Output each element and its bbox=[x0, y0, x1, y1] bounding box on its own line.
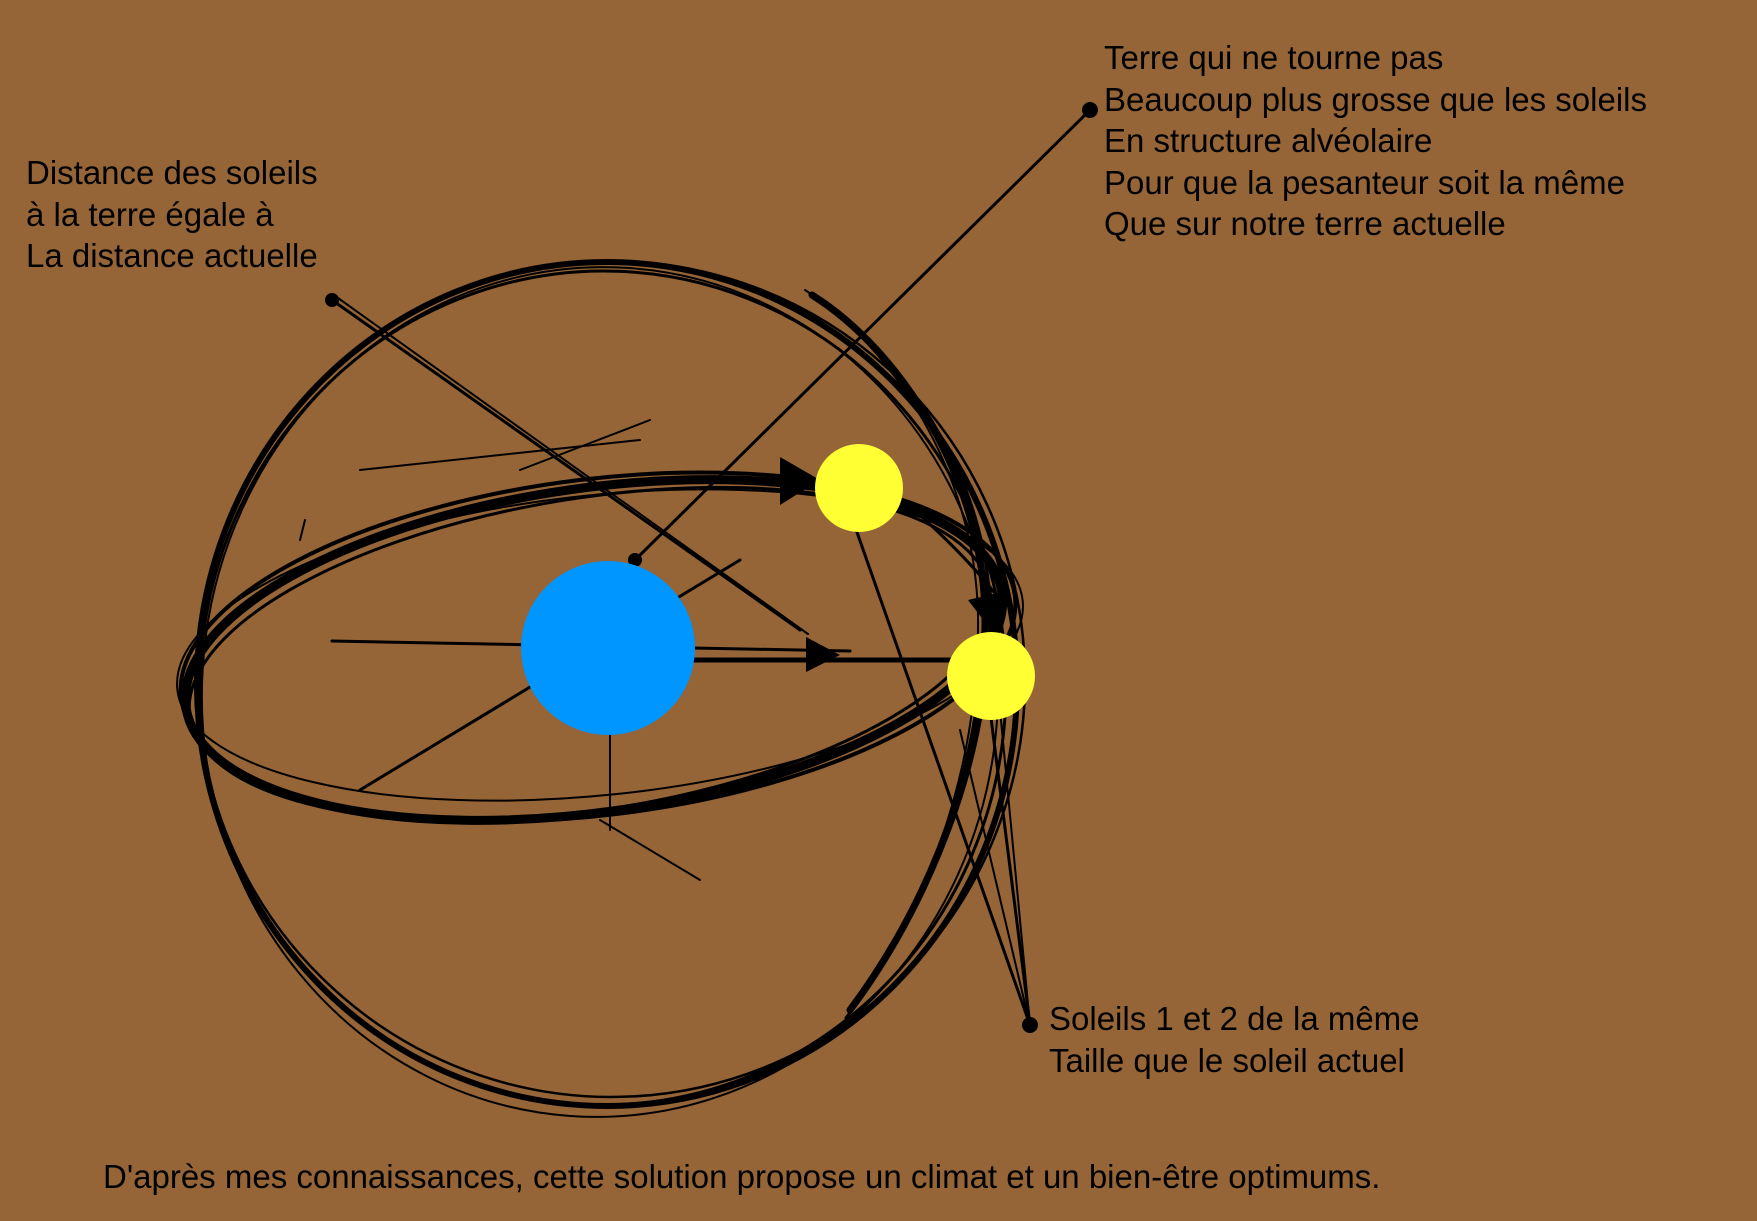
label-terre-line1: Terre qui ne tourne pas bbox=[1104, 39, 1444, 76]
pointer-dot-earth bbox=[628, 553, 642, 567]
arrow-head-distance bbox=[806, 637, 840, 672]
pointer-soleils bbox=[850, 516, 1032, 1027]
label-soleils: Soleils 1 et 2 de la même Taille que le … bbox=[1049, 998, 1420, 1081]
earth bbox=[521, 561, 695, 735]
label-terre-line2: Beaucoup plus grosse que les soleils bbox=[1104, 80, 1648, 118]
label-conclusion: D'après mes connaissances, cette solutio… bbox=[103, 1158, 1381, 1195]
pointer-dot-distance bbox=[325, 293, 339, 307]
label-distance-line3: La distance actuelle bbox=[26, 237, 318, 274]
label-terre-line3: En structure alvéolaire bbox=[1104, 122, 1433, 159]
sun-1 bbox=[815, 444, 903, 532]
sun-2 bbox=[947, 632, 1035, 720]
arrow-head-tilted bbox=[968, 590, 1010, 635]
pointer-dot-soleils bbox=[1022, 1017, 1038, 1033]
label-distance-line2: à la terre égale à bbox=[26, 195, 274, 233]
pointer-terre bbox=[633, 108, 1092, 562]
label-soleils-line2: Taille que le soleil actuel bbox=[1049, 1041, 1405, 1079]
arrow-heads bbox=[780, 457, 1010, 672]
label-terre: Terre qui ne tourne pas Beaucoup plus gr… bbox=[1104, 37, 1647, 245]
pointer-distance bbox=[330, 297, 809, 635]
label-distance: Distance des soleils à la terre égale à … bbox=[26, 152, 318, 277]
label-soleils-line1: Soleils 1 et 2 de la même bbox=[1049, 1000, 1420, 1037]
pointer-dot-terre bbox=[1082, 102, 1098, 118]
label-terre-line4: Pour que la pesanteur soit la même bbox=[1104, 163, 1625, 201]
arrow-head-orbit bbox=[780, 457, 820, 505]
label-distance-line1: Distance des soleils bbox=[26, 154, 318, 191]
label-terre-line5: Que sur notre terre actuelle bbox=[1104, 205, 1506, 242]
